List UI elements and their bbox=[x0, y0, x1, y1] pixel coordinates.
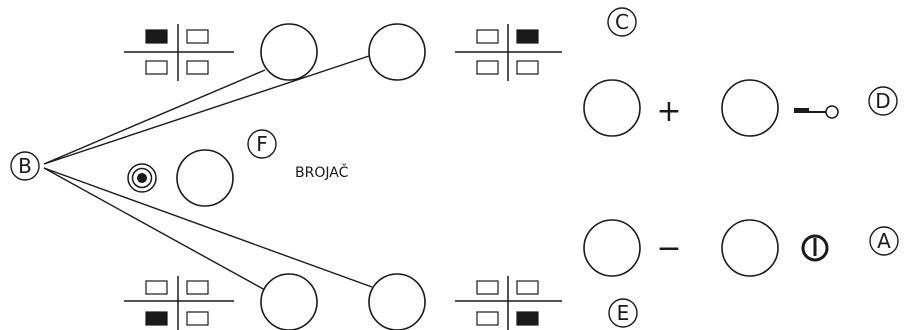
counter-label: BROJAČ bbox=[295, 163, 349, 181]
line-b-to-top-right-button bbox=[43, 54, 373, 165]
label-a: A bbox=[869, 226, 899, 256]
grid-top-left-filled-icon bbox=[124, 24, 234, 81]
minus-symbol: − bbox=[656, 231, 681, 266]
grid-bottom-left-filled-icon bbox=[124, 276, 234, 330]
bottom-right-button[interactable] bbox=[368, 273, 426, 330]
plus-button[interactable] bbox=[583, 79, 641, 137]
target-icon bbox=[127, 163, 157, 193]
power-button[interactable] bbox=[721, 219, 779, 277]
line-b-to-bottom-left-button bbox=[43, 167, 266, 291]
key-icon bbox=[794, 105, 839, 119]
label-c: C bbox=[607, 7, 637, 37]
bottom-left-button[interactable] bbox=[260, 273, 318, 330]
top-left-button[interactable] bbox=[260, 23, 318, 81]
label-e-text: E bbox=[617, 301, 630, 325]
label-f: F bbox=[247, 129, 277, 159]
label-d: D bbox=[868, 86, 898, 116]
label-f-text: F bbox=[256, 132, 268, 156]
label-e: E bbox=[608, 298, 638, 328]
connector-lines bbox=[43, 54, 373, 291]
grid-top-right-filled-icon bbox=[455, 24, 562, 81]
grid-bottom-right-filled-icon bbox=[455, 276, 562, 330]
label-d-text: D bbox=[875, 89, 890, 113]
power-icon bbox=[801, 234, 829, 262]
label-b: B bbox=[10, 151, 40, 181]
line-b-to-top-left-button bbox=[43, 69, 266, 165]
line-b-to-bottom-right-button bbox=[43, 167, 373, 288]
minus-button[interactable] bbox=[583, 219, 641, 277]
plus-symbol: + bbox=[656, 94, 681, 129]
counter-button[interactable] bbox=[176, 149, 234, 207]
label-c-text: C bbox=[615, 10, 629, 34]
label-b-text: B bbox=[18, 154, 32, 178]
key-button[interactable] bbox=[721, 79, 779, 137]
top-right-button[interactable] bbox=[368, 23, 426, 81]
label-a-text: A bbox=[877, 229, 891, 253]
